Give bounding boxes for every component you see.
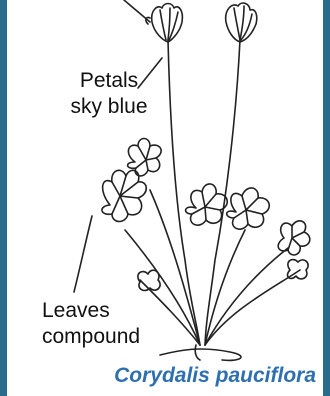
petals-label-line2: sky blue bbox=[54, 94, 164, 120]
left-flower-stem bbox=[168, 40, 200, 345]
species-caption: Corydalis pauciflora bbox=[114, 364, 316, 388]
leaf-cluster-left-large bbox=[102, 170, 146, 221]
right-flower-head bbox=[226, 3, 257, 42]
leaves-pointer bbox=[74, 216, 92, 292]
leaves-label: Leaves compound bbox=[38, 298, 158, 350]
leaf-cluster-far-right bbox=[278, 221, 310, 255]
leaves-label-line1: Leaves bbox=[38, 298, 158, 324]
leaves-label-line2: compound bbox=[38, 324, 158, 350]
petals-label-line1: Petals bbox=[54, 68, 164, 94]
leaf-cluster-center bbox=[186, 184, 228, 225]
plant-base bbox=[160, 349, 241, 360]
left-flower-head bbox=[146, 4, 183, 43]
leaf-cluster-right bbox=[227, 188, 270, 229]
petals-label: Petals sky blue bbox=[54, 68, 164, 120]
petals-top-pointer bbox=[124, 0, 150, 22]
right-flower-stem bbox=[205, 40, 240, 345]
